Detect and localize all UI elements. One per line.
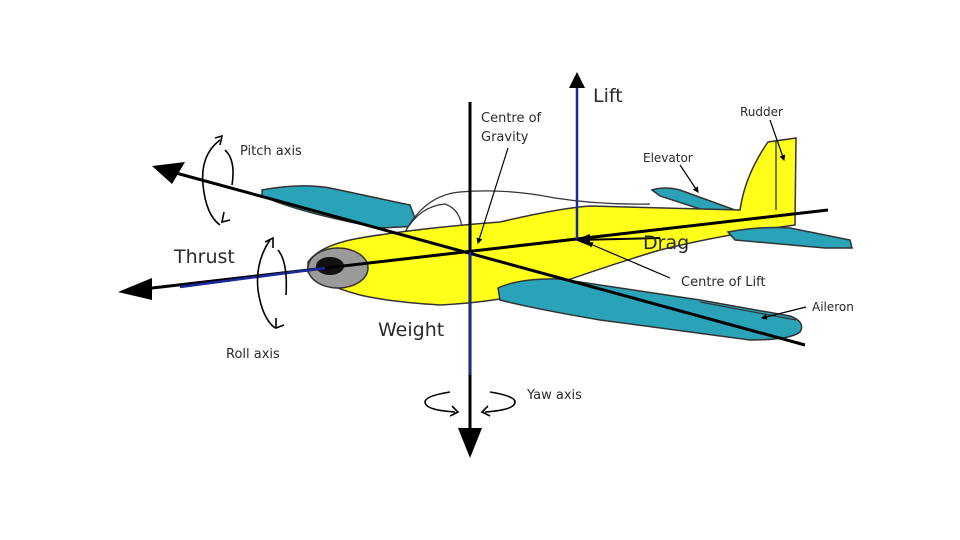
yaw-axis-label: Yaw axis	[526, 388, 582, 403]
drag-vector	[576, 237, 661, 241]
centre-of-gravity-label-line2: Gravity	[481, 130, 529, 145]
aileron-label: Aileron	[812, 300, 854, 314]
aileron-leader	[760, 306, 807, 320]
rudder-leader	[769, 119, 786, 162]
right-stabilizer	[726, 226, 853, 249]
thrust-label: Thrust	[173, 246, 235, 268]
roll-axis-label: Roll axis	[226, 347, 280, 362]
thrust-vector	[179, 266, 326, 289]
cog-leader	[476, 147, 509, 245]
centre-of-gravity-label-line1: Centre of	[481, 111, 542, 126]
weight-label: Weight	[378, 319, 444, 341]
left-wing	[261, 185, 420, 229]
aileron-surface	[699, 301, 797, 321]
elevator-leader	[679, 164, 699, 193]
pitch-axis-line	[164, 168, 806, 347]
pitch-axis-label: Pitch axis	[240, 144, 302, 159]
yaw-rotation-icon	[424, 391, 516, 417]
elevator-label: Elevator	[643, 151, 693, 165]
canopy	[404, 190, 651, 233]
drag-label: Drag	[643, 232, 689, 254]
fuselage	[307, 137, 797, 306]
roll-rotation-icon	[256, 236, 288, 330]
centre-of-lift-label: Centre of Lift	[681, 275, 766, 290]
rudder-label: Rudder	[740, 105, 783, 119]
pitch-rotation-icon	[201, 134, 234, 226]
col-leader	[586, 242, 671, 279]
lift-label: Lift	[593, 85, 623, 107]
